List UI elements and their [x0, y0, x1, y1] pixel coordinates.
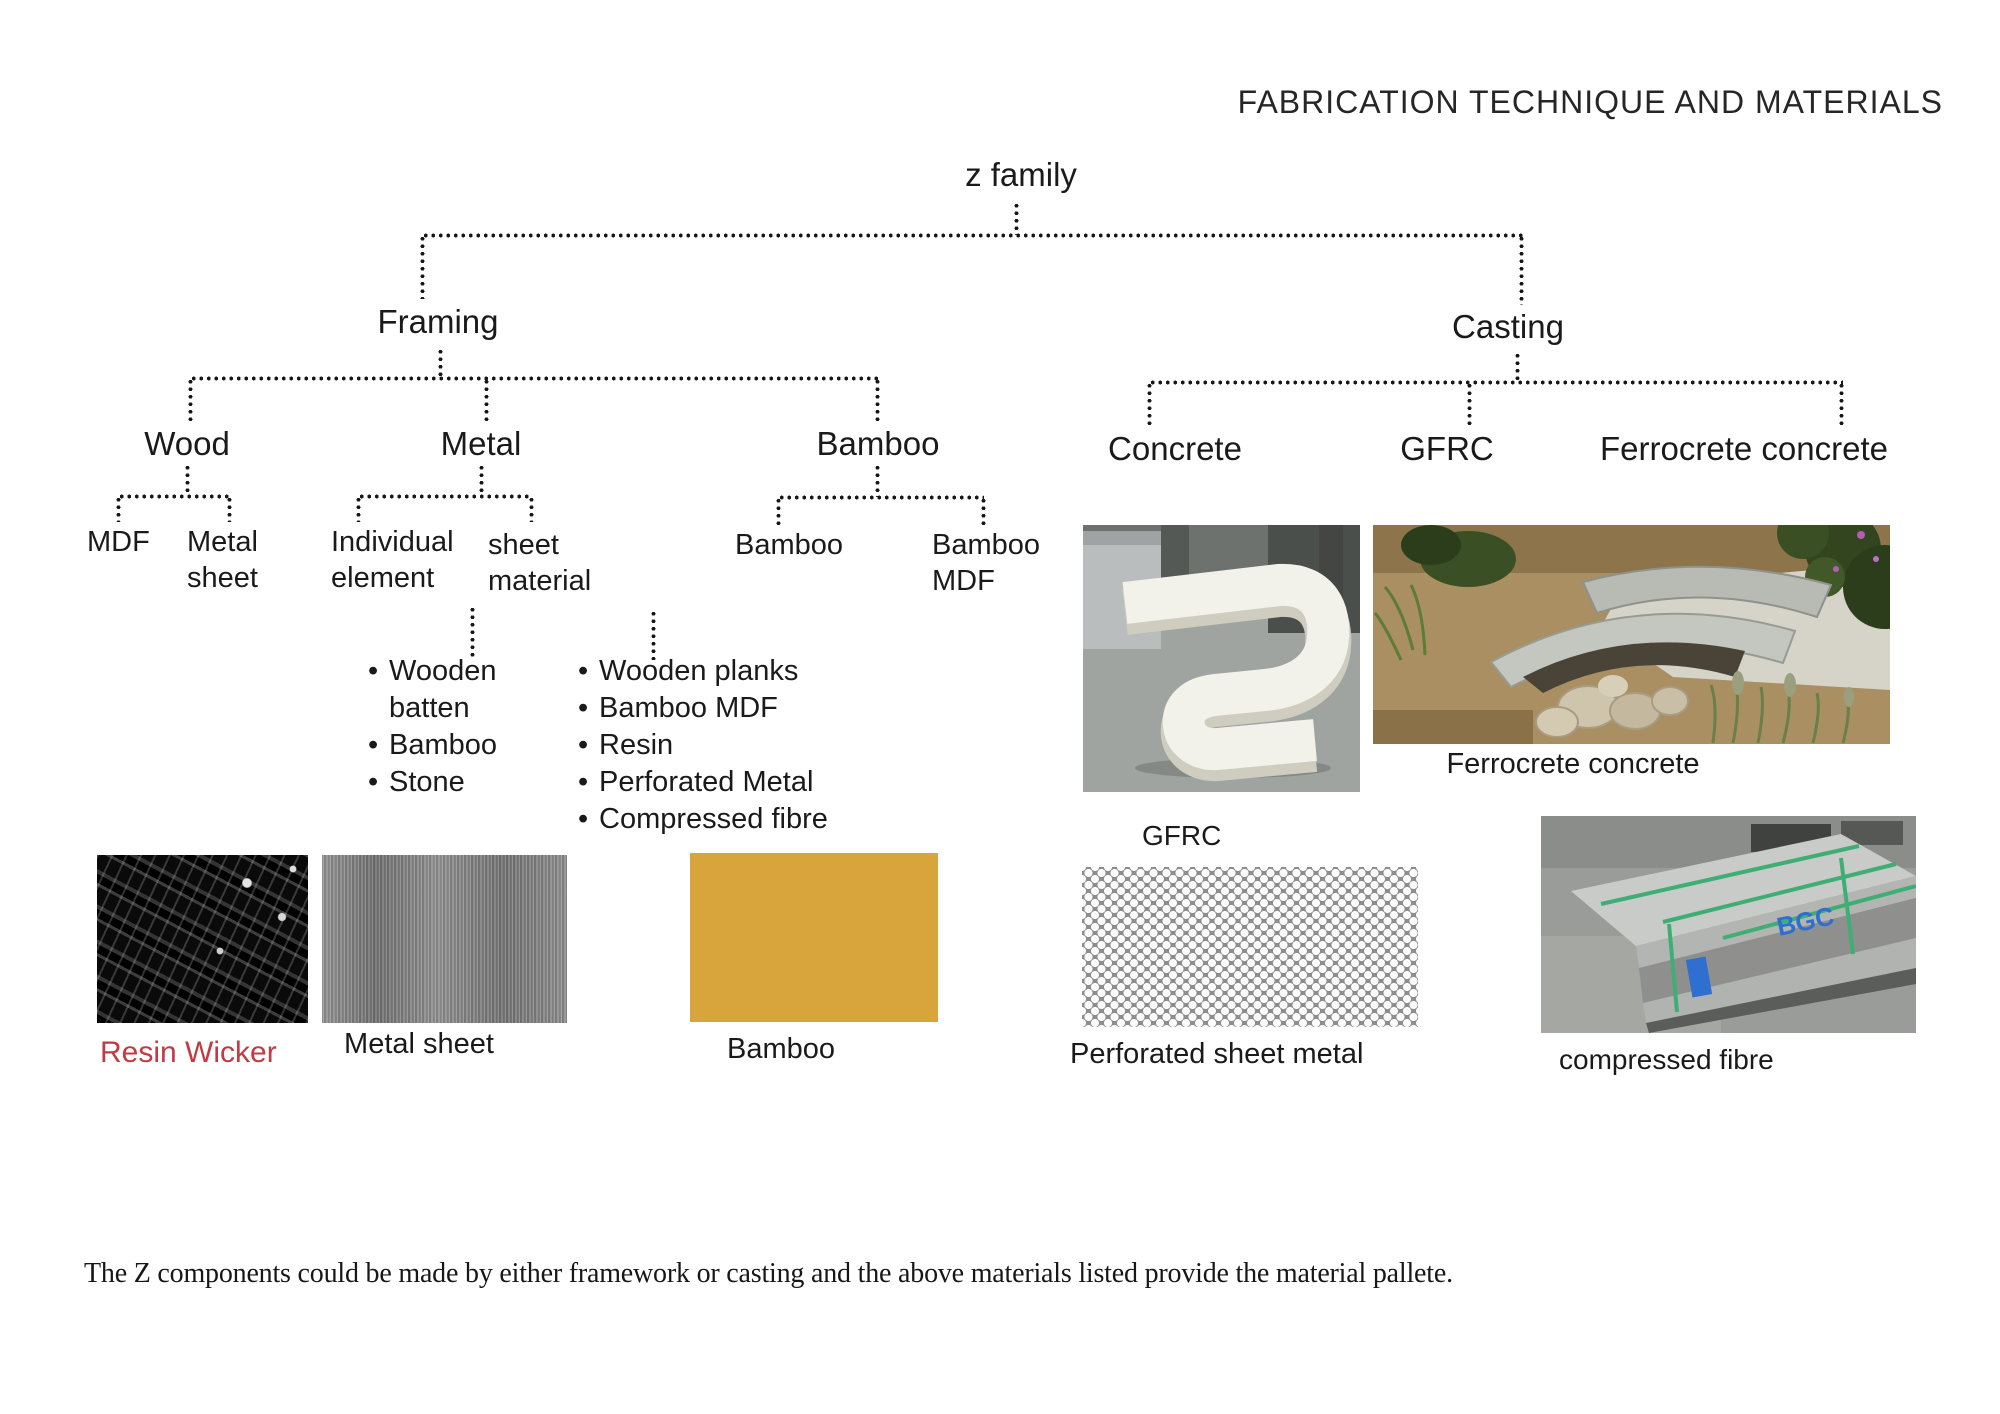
bamboo-photo	[690, 853, 938, 1022]
compressed-fibre-caption: compressed fibre	[1559, 1044, 1774, 1075]
dotted-connector	[1839, 382, 1844, 428]
dotted-connector	[422, 233, 1524, 238]
tree-node-metal-sheet: Metal sheet	[187, 526, 258, 594]
tree-node-bamboo-mdf: Bamboo MDF	[932, 529, 1041, 597]
perforated-caption: Perforated sheet metal	[1070, 1038, 1364, 1070]
tree-node-metal: Metal	[440, 425, 522, 462]
dotted-connector	[776, 497, 781, 525]
tree-node-bamboo: Bamboo	[816, 425, 940, 462]
individual-element-list: Wooden batten Bamboo Stone	[368, 653, 546, 801]
resin-wicker-caption: Resin Wicker	[100, 1036, 277, 1069]
dotted-connector	[188, 378, 193, 424]
perforated-sheet-metal-photo	[1082, 867, 1418, 1027]
dotted-connector	[981, 497, 986, 525]
dotted-connector	[470, 606, 475, 658]
list-item: Bamboo	[368, 727, 546, 764]
gfrc-stool-photo	[1083, 525, 1360, 792]
dotted-connector	[875, 464, 880, 497]
dotted-connector	[358, 494, 532, 499]
ferrocrete-caption: Ferrocrete concrete	[1446, 748, 1700, 780]
dotted-connector	[1149, 380, 1843, 385]
resin-wicker-photo	[97, 855, 308, 1023]
dotted-connector	[185, 464, 190, 496]
ferrocrete-bench-photo	[1373, 507, 1927, 744]
tree-node-gfrc: GFRC	[1400, 430, 1494, 467]
metal-sheet-photo	[322, 855, 567, 1023]
dotted-connector	[118, 494, 230, 499]
tree-node-casting: Casting	[1452, 308, 1564, 345]
dotted-connector	[227, 496, 232, 522]
dotted-connector	[529, 496, 534, 522]
dotted-connector	[651, 610, 656, 660]
tree-node-z-family: z family	[965, 156, 1077, 193]
tree-node-ferrocrete-concrete: Ferrocrete concrete	[1600, 430, 1888, 467]
dotted-connector	[356, 496, 361, 522]
tree-node-wood: Wood	[144, 425, 230, 462]
list-item: Perforated Metal	[578, 764, 908, 801]
tree-node-sheet-material: sheet material	[488, 529, 592, 597]
tree-node-concrete: Concrete	[1108, 430, 1242, 467]
page-title: FABRICATION TECHNIQUE AND MATERIALS	[1237, 84, 1943, 120]
list-item: Stone	[368, 764, 546, 801]
list-item: Resin	[578, 727, 908, 764]
list-item: Compressed fibre	[578, 801, 908, 838]
dotted-connector	[116, 496, 121, 522]
metal-sheet-caption: Metal sheet	[344, 1028, 494, 1060]
list-item: Bamboo MDF	[578, 690, 908, 727]
dotted-connector	[438, 348, 443, 378]
dotted-connector	[190, 376, 878, 381]
dotted-connector	[484, 378, 489, 424]
dotted-connector	[479, 464, 484, 496]
compressed-fibre-illustration: BGC	[1541, 816, 1917, 1033]
dotted-connector	[1147, 382, 1152, 428]
tree-node-individual-element: Individual element	[331, 526, 454, 594]
gfrc-caption: GFRC	[1142, 820, 1222, 851]
compressed-fibre-photo: BGC	[1541, 816, 1917, 1033]
gfrc-stool-illustration	[1083, 525, 1360, 792]
dotted-connector	[778, 495, 984, 500]
list-item: Wooden batten	[368, 653, 546, 727]
footer-note: The Z components could be made by either…	[84, 1258, 1453, 1289]
dotted-connector	[1519, 235, 1524, 305]
tree-node-framing: Framing	[377, 303, 499, 340]
dotted-connector	[1467, 382, 1472, 428]
tree-node-mdf: MDF	[87, 526, 150, 558]
list-item: Wooden planks	[578, 653, 908, 690]
dotted-connector	[1515, 352, 1520, 382]
sheet-material-list: Wooden planks Bamboo MDF Resin Perforate…	[578, 653, 908, 838]
dotted-connector	[875, 378, 880, 424]
bamboo-caption: Bamboo	[726, 1033, 835, 1065]
tree-node-bamboo-leaf: Bamboo	[735, 529, 844, 561]
dotted-connector	[420, 235, 425, 299]
dotted-connector	[1014, 202, 1019, 235]
ferrocrete-illustration	[1373, 507, 1927, 744]
